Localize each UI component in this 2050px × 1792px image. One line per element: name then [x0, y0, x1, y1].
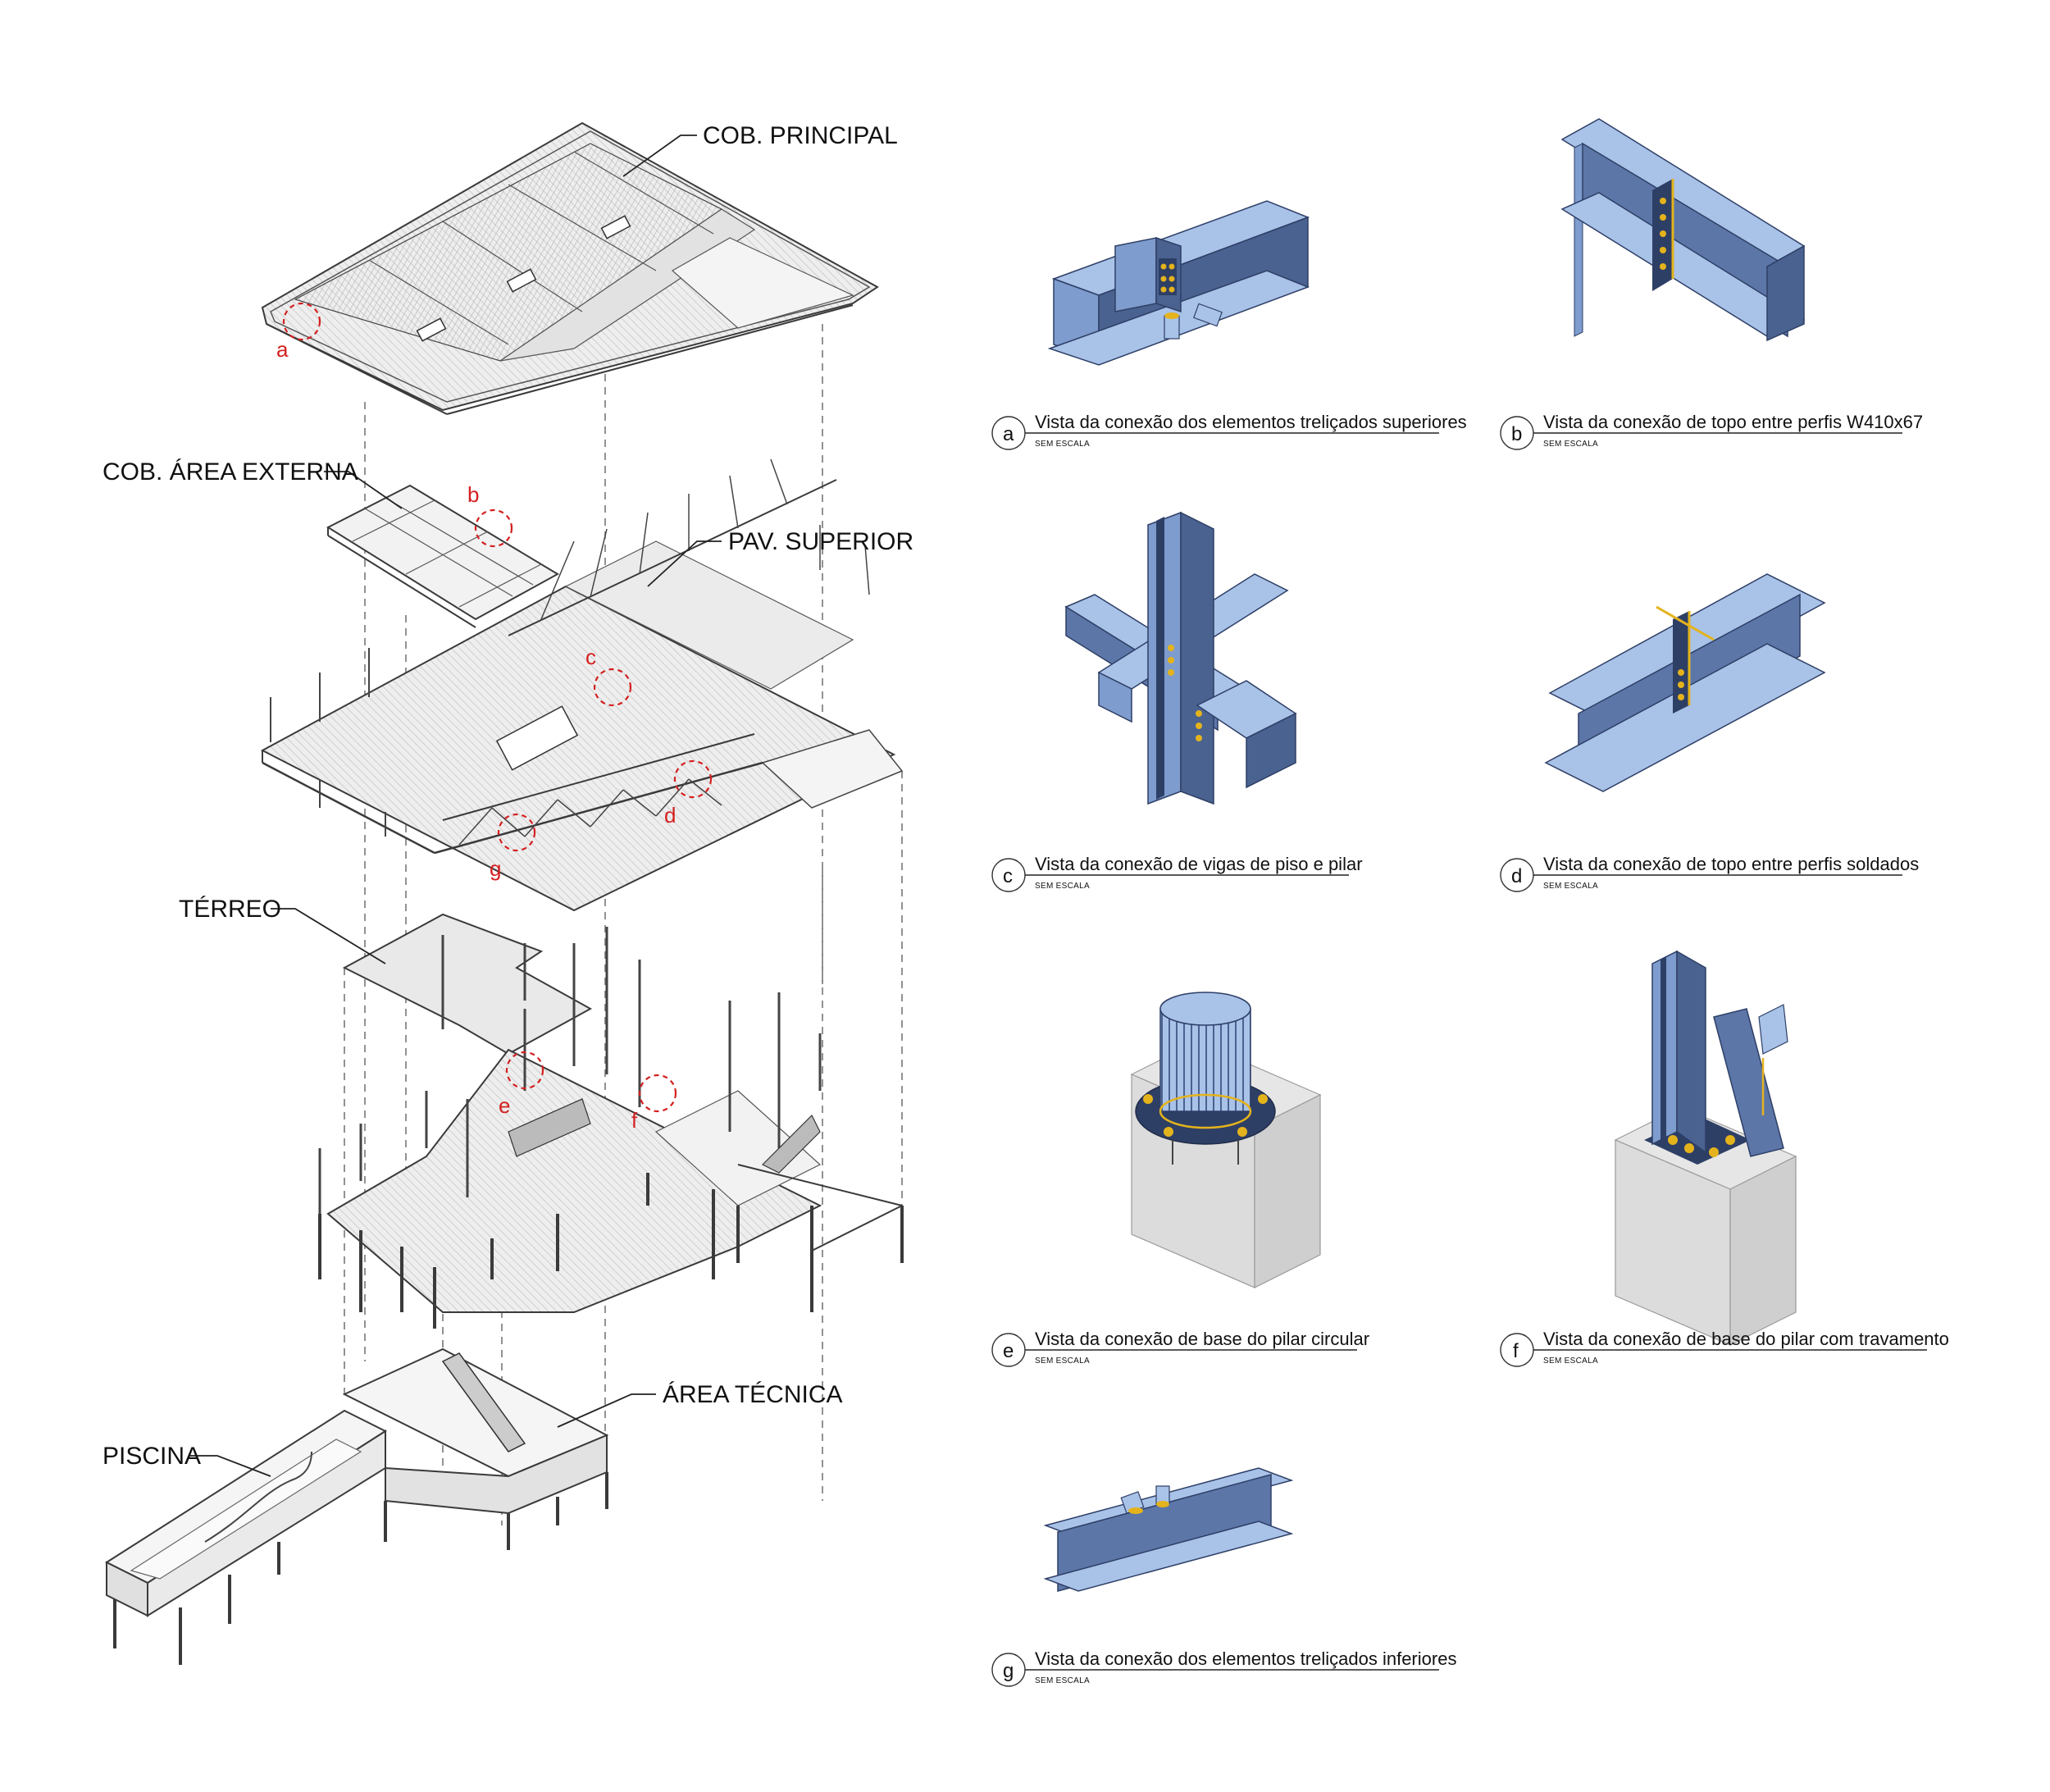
callout-letter-b: b — [467, 482, 479, 507]
detail-view-f — [1614, 950, 1797, 1346]
callout-circle-d — [673, 759, 713, 799]
caption-letter-d: d — [1511, 865, 1522, 887]
caption-scale-g: SEM ESCALA — [1035, 1676, 1090, 1685]
caption-letter-c: c — [1003, 865, 1013, 887]
label-cob-area-externa: COB. ÁREA EXTERNA — [102, 458, 358, 486]
caption-g: g Vista da conexão dos elementos treliça… — [991, 1648, 1456, 1687]
caption-title-c: Vista da conexão de vigas de piso e pila… — [1035, 854, 1363, 874]
caption-letter-a: a — [1003, 423, 1014, 445]
caption-letter-g: g — [1003, 1660, 1014, 1682]
callout-circle-e — [505, 1051, 544, 1090]
callout-letter-a: a — [276, 337, 289, 362]
callout-circle-a — [282, 302, 321, 341]
callout-circle-f — [638, 1074, 677, 1113]
callout-circle-g — [497, 813, 536, 852]
callout-letter-g: g — [490, 856, 501, 881]
caption-e: e Vista da conexão de base do pilar circ… — [991, 1329, 1369, 1367]
caption-b: b Vista da conexão de topo entre perfis … — [1500, 412, 1923, 450]
detail-view-d — [1544, 573, 1826, 792]
detail-view-a — [1047, 200, 1310, 366]
caption-a: a Vista da conexão dos elementos treliça… — [991, 412, 1467, 450]
label-pav-superior: PAV. SUPERIOR — [728, 528, 913, 555]
label-piscina: PISCINA — [102, 1443, 201, 1470]
callout-circle-c — [593, 668, 632, 707]
label-terreo: TÉRREO — [179, 896, 281, 923]
caption-title-b: Vista da conexão de topo entre perfis W4… — [1543, 412, 1923, 432]
roof-external-slab — [326, 484, 560, 628]
detail-callouts — [282, 302, 713, 1113]
caption-letter-b: b — [1511, 423, 1522, 445]
technical-area-pool — [104, 1347, 609, 1665]
level-labels: COB. PRINCIPAL COB. ÁREA EXTERNA PAV. SU… — [102, 122, 913, 1470]
callout-letter-d: d — [664, 803, 676, 828]
caption-f: f Vista da conexão de base do pilar com … — [1500, 1329, 1949, 1367]
caption-scale-c: SEM ESCALA — [1035, 882, 1090, 891]
callout-letter-e: e — [499, 1093, 510, 1118]
caption-title-g: Vista da conexão dos elementos treliçado… — [1035, 1648, 1456, 1669]
caption-c: c Vista da conexão de vigas de piso e pi… — [991, 854, 1363, 892]
detail-view-b — [1560, 118, 1806, 342]
upper-floor-truss — [260, 458, 904, 912]
detail-view-e — [1130, 992, 1322, 1288]
caption-letter-e: e — [1003, 1340, 1014, 1362]
ground-floor-structure — [318, 913, 904, 1329]
detail-captions: a Vista da conexão dos elementos treliça… — [991, 412, 1949, 1687]
caption-scale-d: SEM ESCALA — [1543, 882, 1598, 891]
leader-lines — [189, 135, 722, 1477]
caption-title-f: Vista da conexão de base do pilar com tr… — [1543, 1329, 1949, 1349]
caption-title-a: Vista da conexão dos elementos treliçado… — [1035, 412, 1467, 432]
callout-circle-b — [474, 508, 513, 548]
caption-scale-b: SEM ESCALA — [1543, 440, 1598, 449]
caption-scale-a: SEM ESCALA — [1035, 440, 1090, 449]
label-area-tecnica: ÁREA TÉCNICA — [663, 1381, 843, 1408]
caption-d: d Vista da conexão de topo entre perfis … — [1500, 854, 1919, 892]
caption-letter-f: f — [1513, 1340, 1519, 1362]
caption-title-d: Vista da conexão de topo entre perfis so… — [1543, 854, 1919, 874]
callout-letter-f: f — [631, 1108, 638, 1133]
detail-view-c — [1064, 511, 1297, 805]
callout-letter-c: c — [585, 645, 596, 669]
caption-title-e: Vista da conexão de base do pilar circul… — [1035, 1329, 1369, 1349]
detail-view-g — [1043, 1467, 1294, 1592]
roof-main-plate — [261, 121, 879, 415]
caption-scale-e: SEM ESCALA — [1035, 1357, 1090, 1366]
callout-letters: a b c d e f g — [276, 337, 676, 1133]
label-cob-principal: COB. PRINCIPAL — [703, 122, 898, 149]
caption-scale-f: SEM ESCALA — [1543, 1357, 1598, 1366]
